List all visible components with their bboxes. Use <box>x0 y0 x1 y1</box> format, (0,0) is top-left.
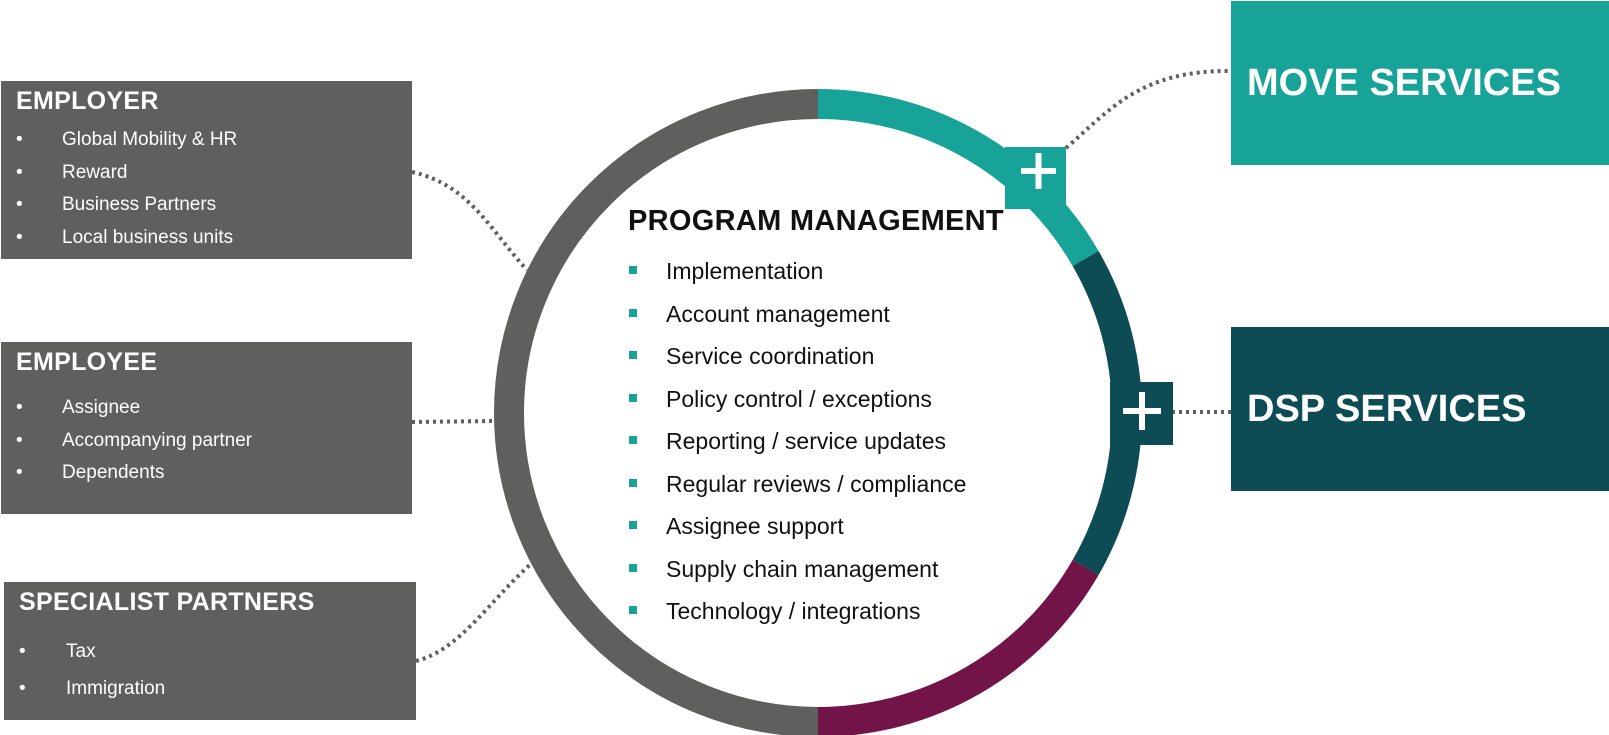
square-bullet-icon <box>629 393 637 402</box>
employer-item-label: Business Partners <box>62 194 217 215</box>
specialist-partners-list: • Tax • Immigration <box>19 633 165 707</box>
employer-item: • Reward <box>16 157 237 190</box>
square-bullet-icon <box>629 436 637 444</box>
program-item-label: Regular reviews / compliance <box>666 470 967 497</box>
square-bullet-icon <box>629 606 637 614</box>
employee-item: • Dependents <box>16 457 252 490</box>
employee-item: • Assignee <box>16 392 252 425</box>
program-management: PROGRAM MANAGEMENT Implementation Accoun… <box>628 205 1004 633</box>
program-item-label: Supply chain management <box>666 555 939 582</box>
employer-item: • Global Mobility & HR <box>16 124 237 157</box>
bullet: • <box>16 194 23 215</box>
move-plus-badge <box>1005 147 1066 209</box>
move-services-box: MOVE SERVICES <box>1231 1 1609 165</box>
program-item-label: Assignee support <box>666 513 844 539</box>
program-item: Regular reviews / compliance <box>628 463 1004 506</box>
square-bullet-icon <box>629 266 637 274</box>
specialist-partners-title: SPECIALIST PARTNERS <box>19 588 315 616</box>
employer-item-label: Local business units <box>62 226 234 248</box>
connector-move-services <box>1064 68 1232 150</box>
bullet: • <box>16 462 23 483</box>
bullet: • <box>16 129 23 150</box>
employee-box: EMPLOYEE <box>1 342 412 514</box>
program-item: Supply chain management <box>628 548 1004 591</box>
bullet: • <box>16 397 23 418</box>
employer-item-label: Global Mobility & HR <box>62 129 238 150</box>
program-item: Account management <box>628 293 1004 336</box>
program-item: Assignee support <box>628 505 1004 548</box>
program-item-label: Technology / integrations <box>666 598 921 624</box>
connector-specialist <box>415 561 534 663</box>
square-bullet-icon <box>629 351 637 359</box>
connector-employee <box>411 419 495 424</box>
program-item-label: Reporting / service updates <box>666 428 946 454</box>
employee-item: • Accompanying partner <box>16 425 252 458</box>
program-item: Policy control / exceptions <box>628 378 1004 421</box>
square-bullet-icon <box>629 521 637 529</box>
specialist-item: • Tax <box>19 633 165 670</box>
employee-title: EMPLOYEE <box>16 348 158 376</box>
connector-employer <box>411 170 529 272</box>
dsp-services-box: DSP SERVICES <box>1231 327 1609 491</box>
program-item: Technology / integrations <box>628 590 1004 633</box>
dsp-services-label: DSP SERVICES <box>1247 387 1527 430</box>
plus-icon <box>1123 392 1161 430</box>
employee-item-label: Accompanying partner <box>62 429 253 451</box>
square-bullet-icon <box>629 563 637 572</box>
employee-item-label: Assignee <box>62 397 141 418</box>
ring-segment-grey <box>494 89 819 735</box>
ring-segment-teal <box>817 89 1099 267</box>
program-item: Reporting / service updates <box>628 420 1004 463</box>
dsp-plus-badge <box>1110 382 1173 445</box>
bullet: • <box>16 161 23 183</box>
employee-item-label: Dependents <box>62 462 165 483</box>
employee-list: • Assignee • Accompanying partner • Depende… <box>16 392 252 490</box>
employer-item: • Business Partners <box>16 189 237 222</box>
program-item-label: Implementation <box>666 258 824 284</box>
program-management-title: PROGRAM MANAGEMENT <box>628 205 1004 237</box>
program-item-label: Account management <box>666 300 890 327</box>
move-services-label: MOVE SERVICES <box>1247 61 1561 104</box>
specialist-item-label: Immigration <box>66 678 166 699</box>
program-item: Implementation <box>628 250 1004 293</box>
bullet: • <box>19 678 26 699</box>
specialist-partners-box: SPECIALIST PARTNERS <box>4 582 416 720</box>
ring-segment-purple <box>817 559 1099 735</box>
bullet: • <box>16 429 23 451</box>
employer-list: • Global Mobility & HR • Reward • Business … <box>16 124 237 254</box>
specialist-item-label: Tax <box>66 641 96 662</box>
square-bullet-icon <box>629 308 637 317</box>
employer-title: EMPLOYER <box>16 87 159 115</box>
plus-icon <box>1021 153 1056 189</box>
program-item: Service coordination <box>628 335 1004 378</box>
program-item-label: Policy control / exceptions <box>666 385 932 412</box>
employer-item: • Local business units <box>16 222 237 255</box>
program-item-label: Service coordination <box>666 343 875 369</box>
square-bullet-icon <box>629 478 637 487</box>
employer-item-label: Reward <box>62 161 128 183</box>
employer-box: EMPLOYER <box>1 81 412 259</box>
program-management-list: Implementation Account management Servic… <box>628 250 1004 633</box>
bullet: • <box>16 226 23 248</box>
bullet: • <box>19 641 26 662</box>
specialist-item: • Immigration <box>19 670 165 707</box>
